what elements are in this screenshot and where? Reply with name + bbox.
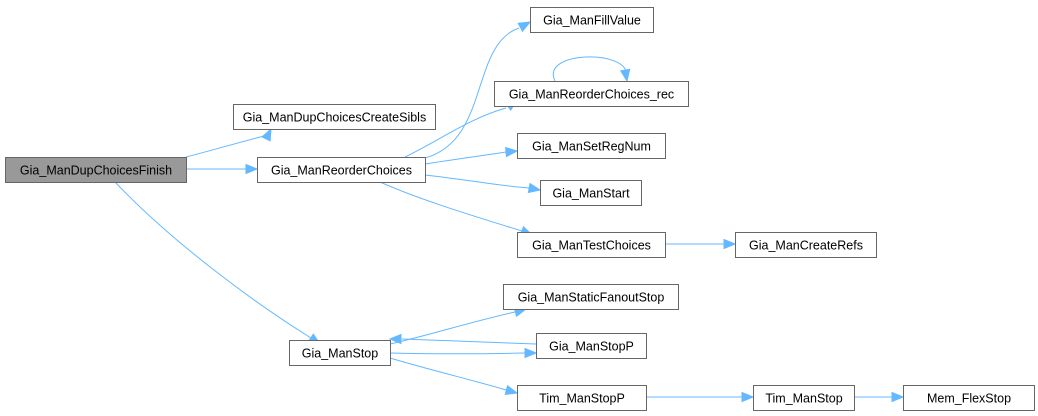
edge-line xyxy=(552,56,627,82)
node-box xyxy=(530,7,654,33)
edge-line xyxy=(401,338,537,345)
edge-line xyxy=(185,134,269,158)
node-box xyxy=(289,340,391,366)
node-label: Gia_ManStop xyxy=(302,347,378,361)
edge-timstop-memflex xyxy=(854,391,905,403)
node-start[interactable]: Gia_ManStart xyxy=(540,180,642,206)
arrowhead-icon xyxy=(505,146,519,158)
edge-stop-stopp xyxy=(389,347,538,359)
node-label: Mem_FlexStop xyxy=(927,392,1011,406)
node-regnum[interactable]: Gia_ManSetRegNum xyxy=(517,133,666,159)
arrowhead-icon xyxy=(524,347,538,359)
node-root[interactable]: Gia_ManDupChoicesFinish xyxy=(5,157,187,183)
edge-line xyxy=(389,352,526,355)
node-box xyxy=(494,81,689,107)
arrowhead-icon xyxy=(504,384,519,396)
node-label: Gia_ManStopP xyxy=(549,340,634,354)
edge-reorder-fill xyxy=(424,21,532,159)
arrowhead-icon xyxy=(741,391,755,403)
edge-reorder-regnum xyxy=(424,146,519,165)
node-box xyxy=(517,232,666,258)
edge-line xyxy=(379,181,523,232)
edge-line xyxy=(389,311,516,345)
node-box xyxy=(903,385,1035,411)
node-label: Gia_ManStart xyxy=(552,187,630,201)
node-fill[interactable]: Gia_ManFillValue xyxy=(530,7,654,33)
arrowhead-icon xyxy=(261,127,272,142)
node-label: Gia_ManSetRegNum xyxy=(532,140,651,154)
arrowhead-icon xyxy=(245,163,259,175)
node-stopp[interactable]: Gia_ManStopP xyxy=(536,333,647,359)
edge-line xyxy=(424,151,507,165)
edge-line xyxy=(389,357,507,391)
nodes-layer: Gia_ManDupChoicesFinish Gia_ManDupChoices… xyxy=(5,7,1035,411)
edge-stopp-stop xyxy=(388,333,537,345)
node-box xyxy=(517,133,666,159)
node-label: Gia_ManReorderChoices_rec xyxy=(509,88,674,102)
node-label: Gia_ManReorderChoices xyxy=(271,164,412,178)
edge-root-reorder xyxy=(185,163,259,175)
node-label: Gia_ManTestChoices xyxy=(532,239,651,253)
node-memflex[interactable]: Mem_FlexStop xyxy=(903,385,1035,411)
node-reorder[interactable]: Gia_ManReorderChoices xyxy=(257,157,426,183)
node-static[interactable]: Gia_ManStaticFanoutStop xyxy=(503,284,679,310)
edge-timstopp-timstop xyxy=(646,391,755,403)
node-label: Gia_ManCreateRefs xyxy=(749,239,863,253)
edge-reorder-start xyxy=(424,174,542,194)
arrowhead-icon xyxy=(619,68,631,83)
node-box xyxy=(257,157,426,183)
arrowhead-icon xyxy=(517,21,532,33)
node-label: Tim_ManStop xyxy=(765,392,842,406)
edge-test-refs xyxy=(665,238,737,250)
edge-reorder-test xyxy=(379,181,534,236)
node-label: Gia_ManDupChoicesFinish xyxy=(20,164,172,178)
node-box xyxy=(536,333,647,359)
edge-line xyxy=(114,181,312,339)
arrowhead-icon xyxy=(723,238,737,250)
node-box xyxy=(517,385,647,411)
arrowhead-icon xyxy=(527,182,542,194)
node-box xyxy=(233,104,436,130)
edge-root-stop xyxy=(114,181,322,345)
node-stop[interactable]: Gia_ManStop xyxy=(289,340,391,366)
node-sibls[interactable]: Gia_ManDupChoicesCreateSibls xyxy=(233,104,436,130)
node-box xyxy=(503,284,679,310)
arrowhead-icon xyxy=(891,391,905,403)
node-box xyxy=(5,157,187,183)
edge-line xyxy=(404,107,507,158)
edge-line xyxy=(424,27,520,159)
node-refs[interactable]: Gia_ManCreateRefs xyxy=(735,232,877,258)
node-label: Tim_ManStopP xyxy=(539,392,625,406)
node-box xyxy=(540,180,642,206)
node-label: Gia_ManFillValue xyxy=(543,14,641,28)
arrowhead-icon xyxy=(388,333,402,345)
node-box xyxy=(753,385,855,411)
edges-layer xyxy=(114,21,905,403)
node-timstop[interactable]: Tim_ManStop xyxy=(753,385,855,411)
edge-line xyxy=(424,174,530,189)
edge-stop-timstopp xyxy=(389,357,519,396)
node-timstopp[interactable]: Tim_ManStopP xyxy=(517,385,647,411)
node-rec[interactable]: Gia_ManReorderChoices_rec xyxy=(494,81,689,107)
node-test[interactable]: Gia_ManTestChoices xyxy=(517,232,666,258)
edge-rec-rec xyxy=(552,56,631,83)
node-label: Gia_ManDupChoicesCreateSibls xyxy=(243,111,426,125)
edge-stop-static xyxy=(389,306,528,345)
node-box xyxy=(735,232,877,258)
edge-root-sibls xyxy=(185,127,272,158)
node-label: Gia_ManStaticFanoutStop xyxy=(518,291,665,305)
